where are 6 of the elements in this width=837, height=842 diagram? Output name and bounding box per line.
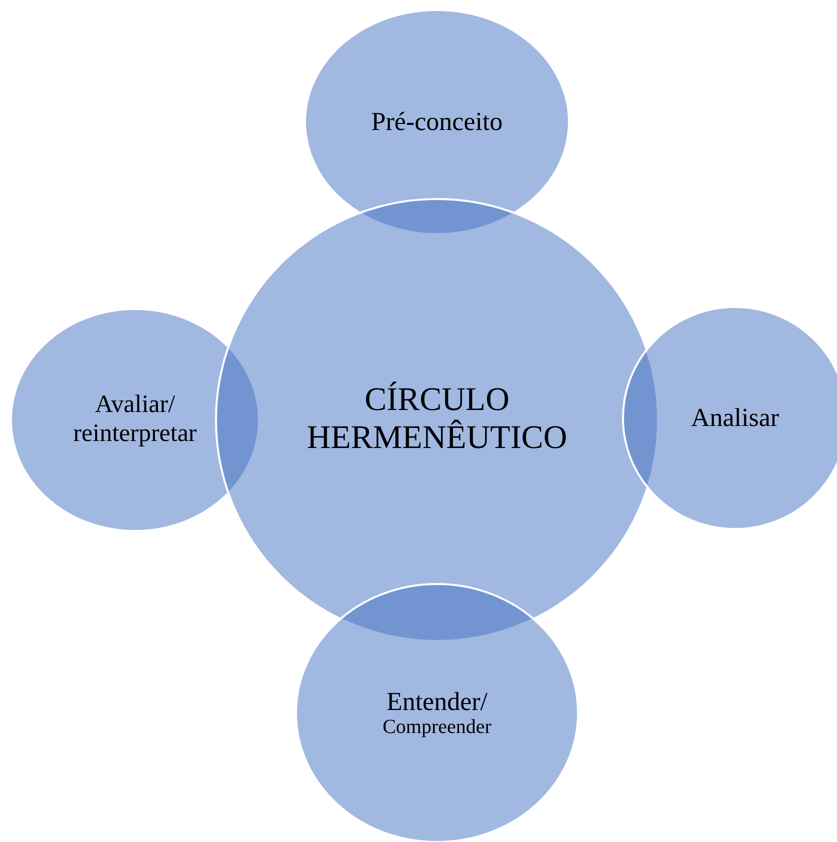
- node-label: Compreender: [382, 716, 492, 740]
- node-label: Analisar: [690, 403, 780, 433]
- node-label: Avaliar/ reinterpretar: [72, 391, 198, 449]
- node-label: Pré-conceito: [371, 107, 503, 137]
- node-label: CÍRCULO HERMENÊUTICO: [306, 382, 568, 458]
- node-label: Entender/: [386, 686, 488, 716]
